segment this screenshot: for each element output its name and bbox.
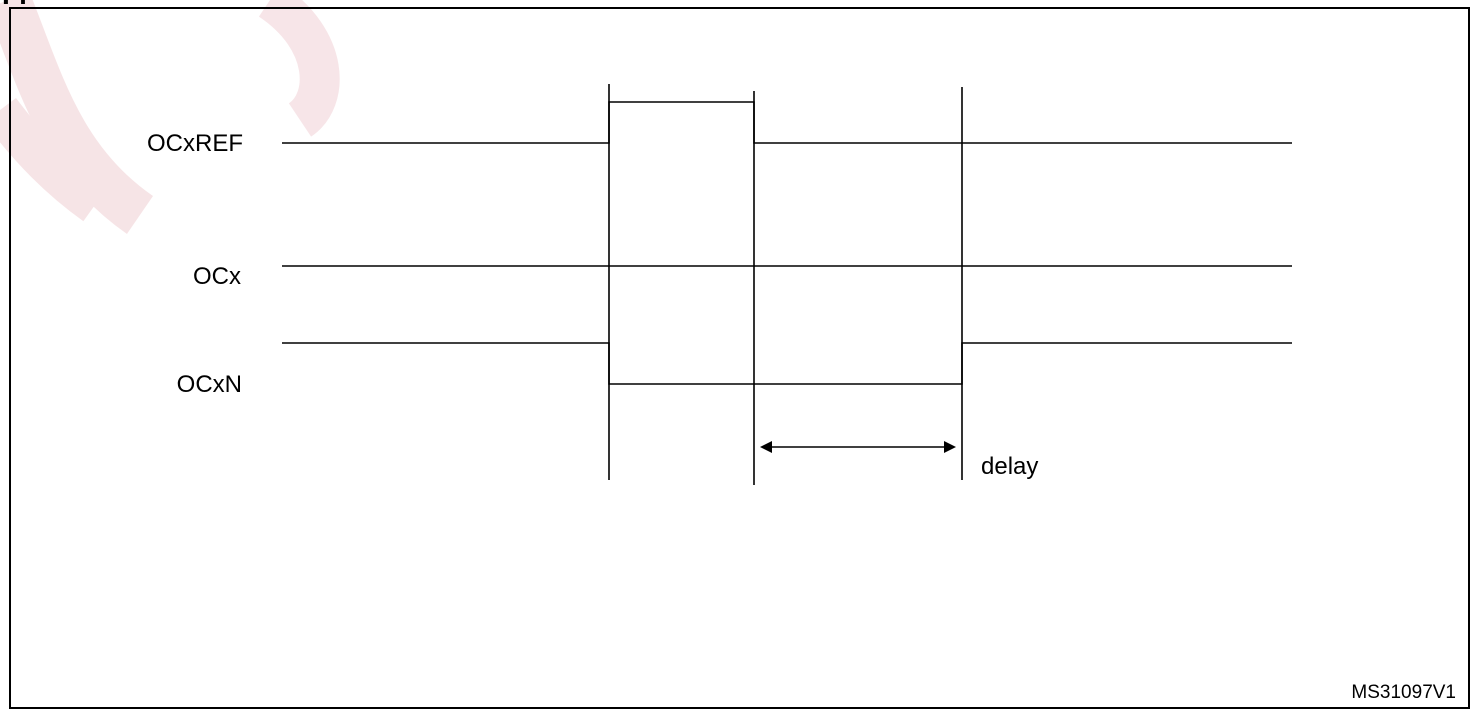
- signal-label-ocx: OCx: [193, 263, 241, 290]
- delay-label: delay: [981, 453, 1038, 480]
- figure-id: MS31097V1: [1351, 682, 1456, 703]
- figure-frame: [9, 7, 1470, 709]
- waveform-ocxn: [282, 342, 1292, 385]
- watermark-logo: [0, 0, 340, 234]
- waveform-ocxref: [282, 101, 1292, 144]
- signal-label-ocxref: OCxREF: [147, 130, 243, 157]
- delay-arrow: [760, 441, 956, 453]
- signal-label-ocxn: OCxN: [177, 371, 242, 398]
- heading-fragment: Fi: [2, 0, 27, 10]
